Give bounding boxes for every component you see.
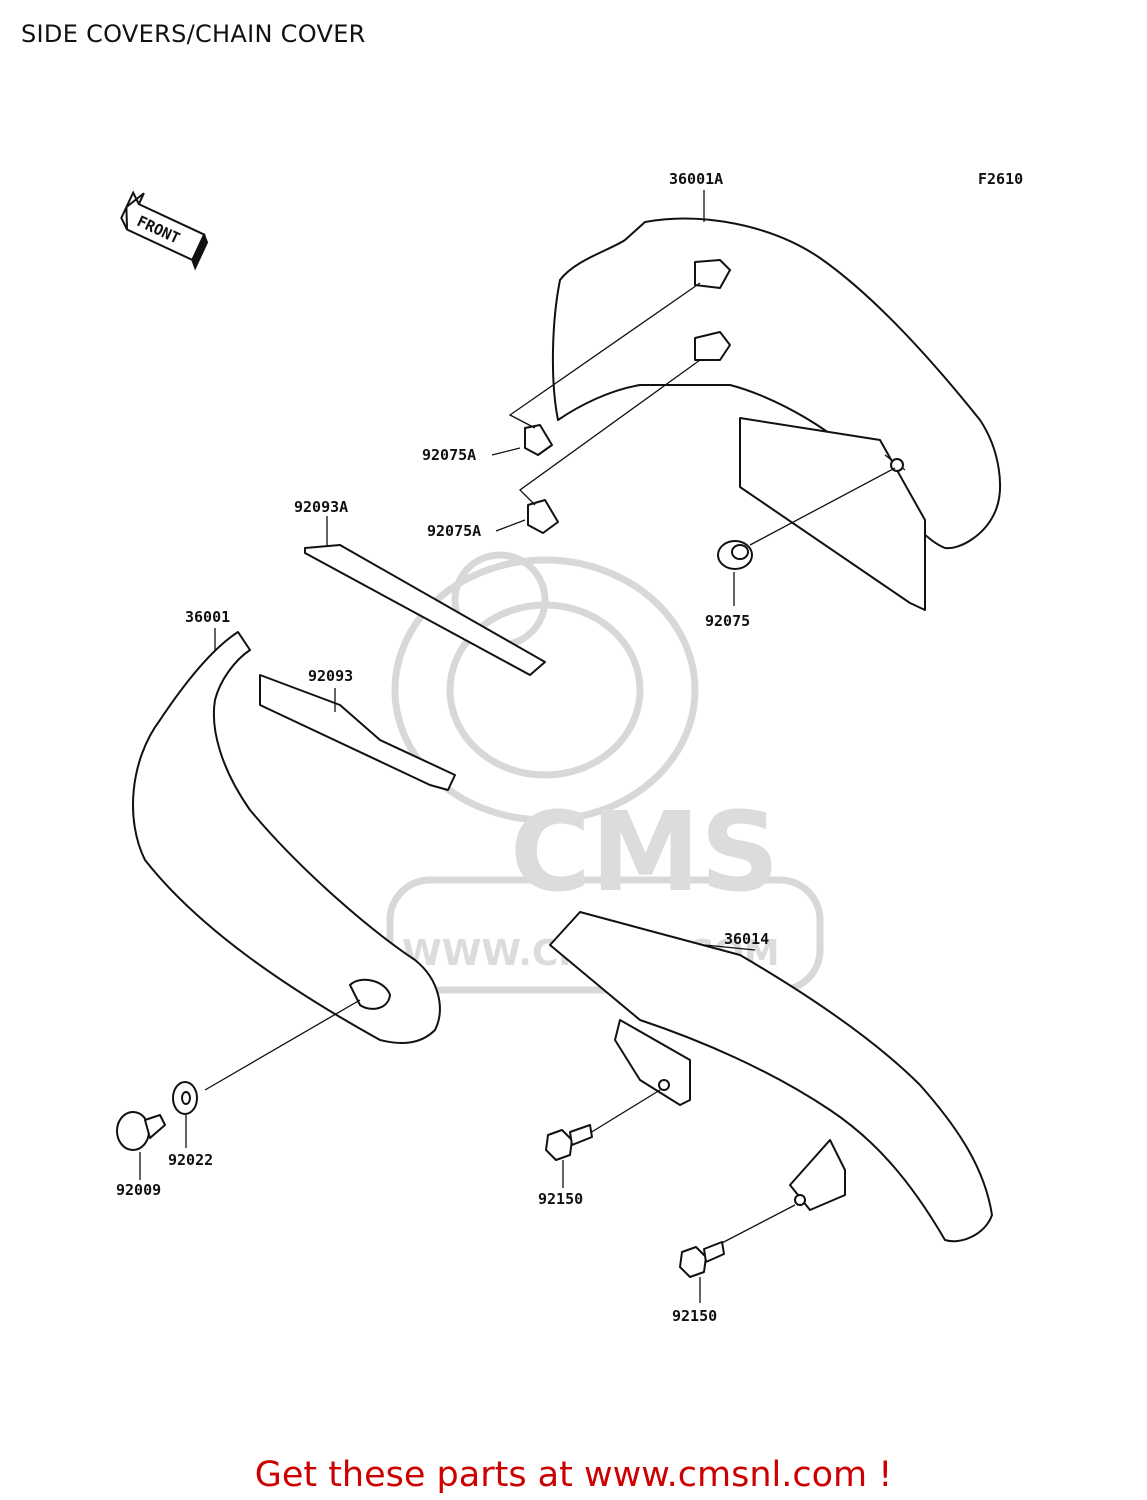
diagram-code: F2610 bbox=[978, 170, 1023, 188]
watermark-brand: CMS bbox=[510, 788, 779, 916]
label-92075: 92075 bbox=[705, 612, 750, 630]
part-36001-left-side-cover bbox=[132, 631, 456, 1044]
part-36014-chain-cover bbox=[549, 911, 993, 1243]
label-92022: 92022 bbox=[168, 1151, 213, 1169]
part-92150-bolt-1 bbox=[545, 1124, 593, 1161]
part-92022-washer bbox=[172, 1081, 198, 1115]
part-92075A-clip-2 bbox=[527, 499, 559, 534]
label-36001A: 36001A bbox=[669, 170, 723, 188]
part-92150-bolt-2 bbox=[679, 1241, 725, 1278]
label-92093: 92093 bbox=[308, 667, 353, 685]
footer-link[interactable]: Get these parts at www.cmsnl.com ! bbox=[254, 1455, 893, 1495]
label-92150-1: 92150 bbox=[538, 1190, 583, 1208]
label-92093A: 92093A bbox=[294, 498, 348, 516]
part-92009-bolt bbox=[116, 1111, 166, 1151]
label-36001: 36001 bbox=[185, 608, 230, 626]
part-92075-grommet bbox=[717, 540, 753, 570]
label-92150-2: 92150 bbox=[672, 1307, 717, 1325]
label-92009: 92009 bbox=[116, 1181, 161, 1199]
page-title: SIDE COVERS/CHAIN COVER bbox=[21, 20, 366, 48]
label-36014: 36014 bbox=[724, 930, 769, 948]
front-arrow-icon: FRONT bbox=[120, 190, 209, 271]
label-92075A-2: 92075A bbox=[427, 522, 481, 540]
label-92075A-1: 92075A bbox=[422, 446, 476, 464]
part-92093A-strip bbox=[304, 544, 546, 676]
parts-diagram: CMS WWW.CMSNL.COM FRONT F2610 bbox=[116, 170, 1023, 1325]
part-92075A-clip-1 bbox=[524, 424, 553, 456]
part-36001A-right-side-cover bbox=[551, 217, 1001, 611]
